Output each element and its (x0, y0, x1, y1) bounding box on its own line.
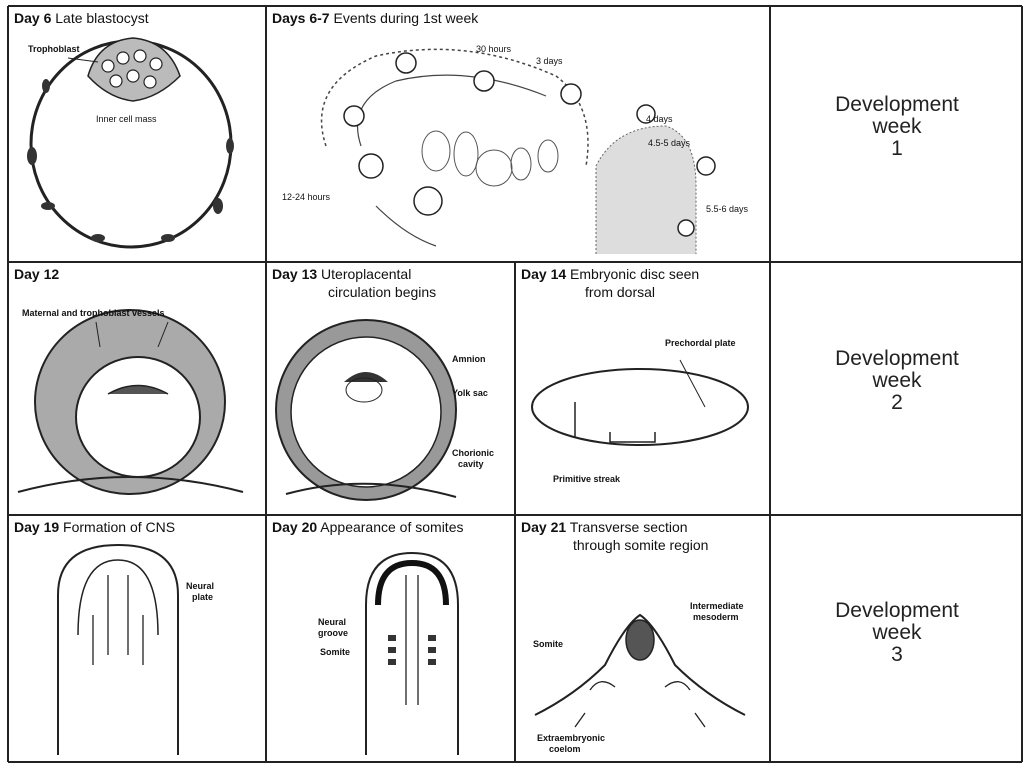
day20-illustration (266, 515, 515, 762)
development-week-1: Development week 1 (792, 94, 1002, 160)
label-4-5-days: 4.5-5 days (648, 138, 690, 148)
panel-day21-transverse: Day 21 Transverse section through somite… (515, 515, 770, 762)
label-inner-cell-mass: Inner cell mass (96, 114, 157, 124)
label-neural: Neural (186, 581, 214, 591)
panel-day13-uteroplacental: Day 13 Uteroplacental circulation begins… (266, 262, 515, 515)
label-trophoblast: Trophoblast (28, 44, 80, 54)
label-groove: groove (318, 628, 348, 638)
label-coelom: coelom (549, 744, 581, 754)
label-chorionic: Chorionic (452, 448, 494, 458)
development-week-2: Development week 2 (792, 348, 1002, 414)
oviduct-illustration (266, 6, 770, 262)
label-neural: Neural (318, 617, 346, 627)
panel-day20-somites: Day 20 Appearance of somites Neural groo… (266, 515, 515, 762)
label-extraembryonic: Extraembryonic (537, 733, 605, 743)
label-4-days: 4 days (646, 114, 673, 124)
label-intermediate: Intermediate (690, 601, 744, 611)
panel-day6-blastocyst: Day 6 Late blastocyst Trophoblast Inner … (8, 6, 266, 262)
label-3-days: 3 days (536, 56, 563, 66)
day12-illustration (8, 262, 266, 515)
panel-day14-embryonic-disc: Day 14 Embryonic disc seen from dorsal P… (515, 262, 770, 515)
label-yolk-sac: Yolk sac (452, 388, 488, 398)
label-5-5-6-days: 5.5-6 days (706, 204, 748, 214)
panel-day12: Day 12 Maternal and trophoblast vessels (8, 262, 266, 515)
day19-illustration (8, 515, 266, 762)
label-somite: Somite (320, 647, 350, 657)
development-week-3: Development week 3 (792, 600, 1002, 666)
label-cavity: cavity (458, 459, 484, 469)
label-plate: plate (192, 592, 213, 602)
label-amnion: Amnion (452, 354, 486, 364)
panel-day19-cns: Day 19 Formation of CNS Neural plate (8, 515, 266, 762)
panel-days6-7-events: Days 6-7 Events during 1st week 30 hours… (266, 6, 770, 262)
label-12-24-hours: 12-24 hours (282, 192, 330, 202)
label-30-hours: 30 hours (476, 44, 511, 54)
label-maternal-trophoblast-vessels: Maternal and trophoblast vessels (22, 308, 165, 318)
label-primitive-streak: Primitive streak (553, 474, 620, 484)
label-mesoderm: mesoderm (693, 612, 739, 622)
label-somite: Somite (533, 639, 563, 649)
label-prechordal-plate: Prechordal plate (665, 338, 736, 348)
